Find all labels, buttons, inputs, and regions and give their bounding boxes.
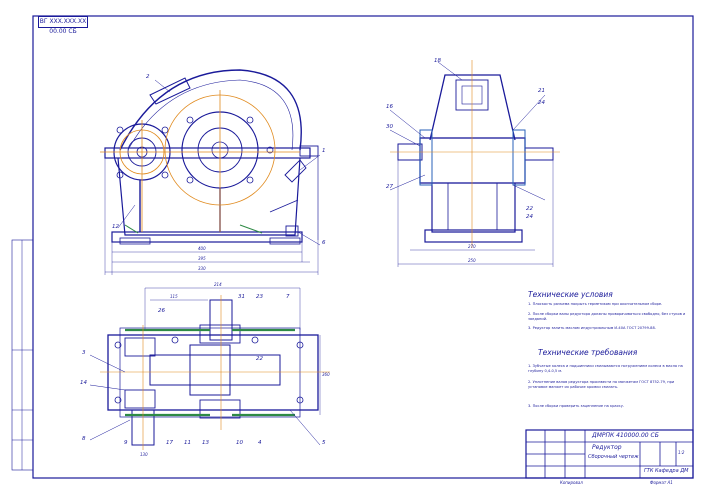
title-block-name: Редуктор xyxy=(592,444,622,451)
gear-pitch-circles xyxy=(100,90,300,232)
tech-conditions-item-3: 3. Редуктор залить маслом индустриальным… xyxy=(528,326,656,330)
label-front-1: 1 xyxy=(322,148,326,154)
label-plan-7: 7 xyxy=(286,294,290,300)
dim-plan-115: 115 xyxy=(170,294,178,299)
plan-hatching xyxy=(125,328,295,417)
label-plan-26: 26 xyxy=(158,308,165,314)
footer-format: Формат А1 xyxy=(650,480,673,485)
dim-plan-214: 214 xyxy=(214,282,222,287)
label-side-22: 22 xyxy=(526,206,533,212)
dim-front-395: 395 xyxy=(198,256,206,261)
label-side-16: 16 xyxy=(386,104,393,110)
label-plan-9: 9 xyxy=(124,440,128,446)
tech-requirements-item-1: 1. Зубчатые колеса и подшипники смазываю… xyxy=(528,364,683,373)
label-plan-11: 11 xyxy=(184,440,191,446)
title-block-subname: Сборочный чертеж xyxy=(588,454,639,460)
label-side-24b: 24 xyxy=(526,214,533,220)
plan-view xyxy=(107,287,321,446)
label-side-30: 30 xyxy=(386,124,393,130)
plan-centerlines xyxy=(100,295,330,450)
tech-conditions-item-2: 2. После сборки валы редуктора должны пр… xyxy=(528,312,686,321)
label-plan-31: 31 xyxy=(238,294,245,300)
dim-side-250: 250 xyxy=(468,258,476,263)
label-plan-23: 23 xyxy=(256,294,263,300)
side-view xyxy=(390,60,560,267)
tech-conditions-title: Технические условия xyxy=(528,290,613,299)
label-front-12: 12 xyxy=(112,224,119,230)
label-side-21: 21 xyxy=(538,88,545,94)
label-plan-10: 10 xyxy=(236,440,243,446)
label-plan-4: 4 xyxy=(258,440,262,446)
label-plan-13: 13 xyxy=(202,440,209,446)
label-plan-3: 3 xyxy=(82,350,86,356)
title-block-frame xyxy=(525,429,694,479)
footer-copied: Копировал xyxy=(560,480,583,485)
title-block-sheet: 1:2 xyxy=(678,450,685,455)
dim-side-270: 270 xyxy=(468,244,476,249)
front-view xyxy=(104,69,319,275)
dim-front-400: 400 xyxy=(198,246,206,251)
tech-requirements-item-3: 3. После сборки проверить зацепление на … xyxy=(528,404,624,408)
label-front-6: 6 xyxy=(322,240,326,246)
tech-requirements-title: Технические требования xyxy=(538,348,638,357)
label-plan-22: 22 xyxy=(256,356,263,362)
dim-plan-360: 360 xyxy=(322,372,330,377)
label-plan-5: 5 xyxy=(322,440,326,446)
dim-plan-130: 130 xyxy=(140,452,148,457)
title-block-org: ГТК Кафедра ДМ xyxy=(644,468,689,474)
label-plan-14: 14 xyxy=(80,380,87,386)
tech-requirements-item-2: 2. Уплотнение валов редуктора произвести… xyxy=(528,380,675,389)
label-side-24a: 24 xyxy=(538,100,545,106)
tech-conditions-item-1: 1. Плоскость разъема покрыть герметиком … xyxy=(528,302,663,306)
front-accents xyxy=(124,224,263,234)
label-front-2: 2 xyxy=(146,74,150,80)
label-plan-17: 17 xyxy=(166,440,173,446)
title-block-doc-code: ДМРПК 410000.00 СБ xyxy=(592,432,659,439)
label-side-27: 27 xyxy=(386,184,393,190)
left-margin-strip xyxy=(11,239,34,471)
label-side-18: 18 xyxy=(434,58,441,64)
dim-front-330: 330 xyxy=(198,266,206,271)
drawing-stamp: ВГ ХХХ.ХХХ.ХХ 00.00 СБ xyxy=(38,16,88,35)
label-plan-8: 8 xyxy=(82,436,86,442)
leader-lines xyxy=(89,61,546,446)
